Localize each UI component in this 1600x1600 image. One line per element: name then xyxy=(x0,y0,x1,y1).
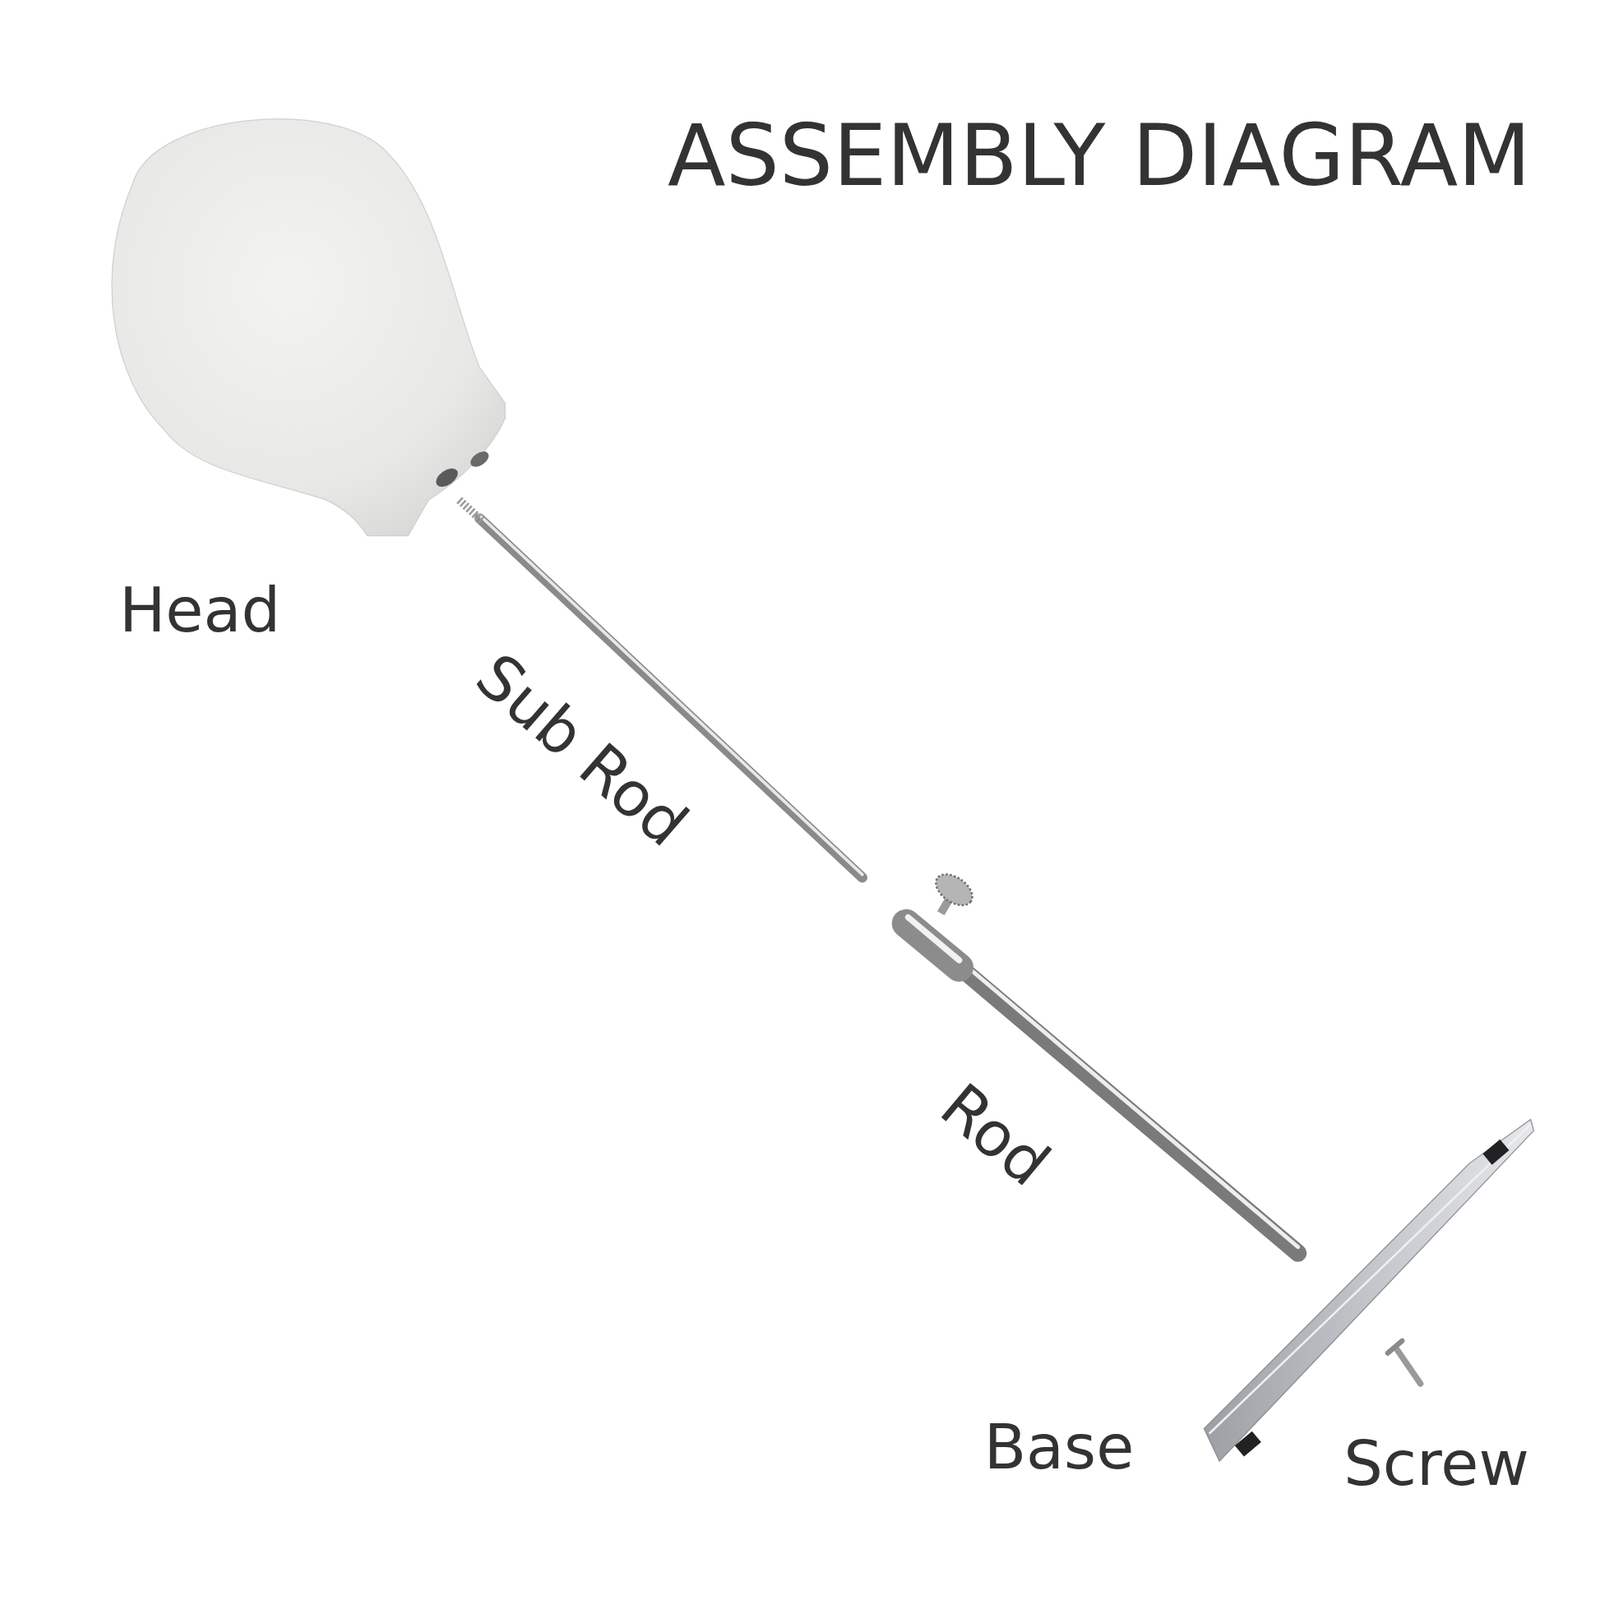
rod-sleeve xyxy=(906,923,960,967)
diagram-title: ASSEMBLY DIAGRAM xyxy=(667,113,1531,199)
rod-figure xyxy=(928,940,1298,1254)
base-foot xyxy=(1482,1139,1509,1166)
base-figure xyxy=(1203,1119,1534,1462)
part-label: Sub Rod xyxy=(465,642,698,856)
part-label: Base xyxy=(984,1416,1135,1479)
screw-head xyxy=(1387,1341,1402,1354)
rod-sleeve-highlight xyxy=(908,917,960,961)
base-edge xyxy=(1209,1124,1531,1434)
neck-hole xyxy=(467,448,492,470)
head-figure xyxy=(111,119,505,537)
thumb-screw-knob xyxy=(930,868,979,912)
sub-rod-thread xyxy=(458,499,481,521)
screw-figure xyxy=(1396,1347,1421,1383)
base-foot xyxy=(1234,1431,1262,1457)
neck-hole xyxy=(432,464,461,491)
part-label: Head xyxy=(119,579,281,642)
rod-highlight xyxy=(930,935,1299,1248)
part-label: Screw xyxy=(1343,1433,1530,1495)
part-label: Rod xyxy=(929,1073,1059,1197)
